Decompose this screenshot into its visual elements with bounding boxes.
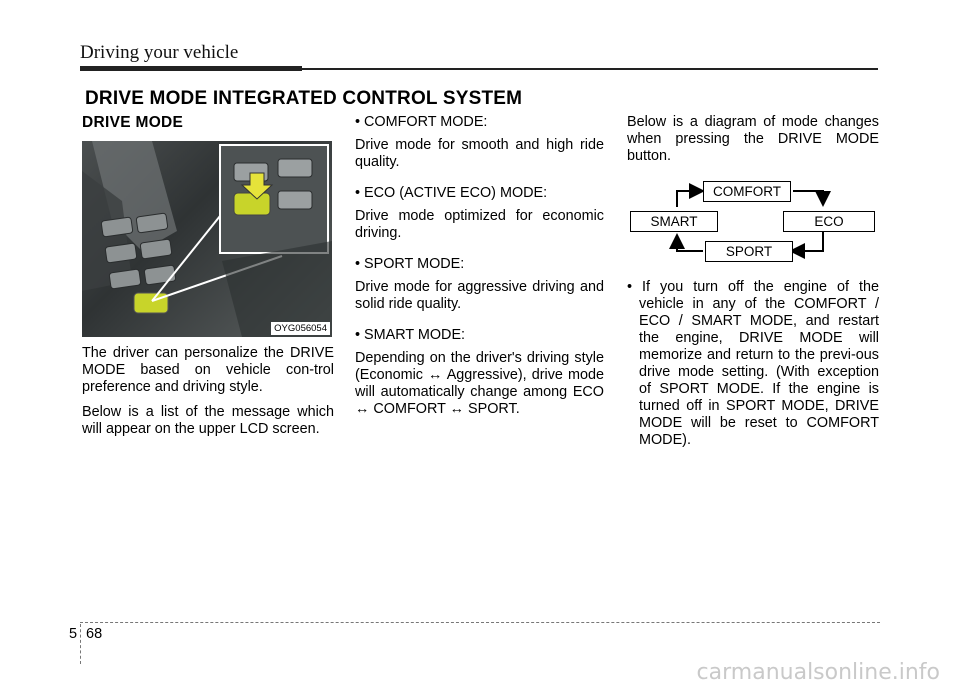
diagram-box-comfort: COMFORT <box>703 181 791 202</box>
header-title: Driving your vehicle <box>80 42 239 63</box>
comfort-text: Drive mode for smooth and high ride qual… <box>355 137 604 170</box>
console-illustration <box>82 141 332 337</box>
header-rule-thick <box>80 66 302 71</box>
watermark: carmanualsonline.info <box>696 660 940 685</box>
footer-rule <box>80 622 880 623</box>
smart-text: Depending on the driver's driving style … <box>355 350 604 417</box>
chapter-number: 5 <box>69 626 78 642</box>
console-photo: OYG056054 <box>82 141 332 337</box>
engine-restart-note: • If you turn off the engine of the vehi… <box>627 279 879 448</box>
paragraph: The driver can personalize the DRIVE MOD… <box>82 345 334 395</box>
diagram-intro: Below is a diagram of mode changes when … <box>627 114 879 164</box>
diagram-arrows <box>669 183 831 259</box>
column-middle: • COMFORT MODE: Drive mode for smooth an… <box>355 114 604 426</box>
paragraph: Below is a list of the message which wil… <box>82 404 334 437</box>
eco-text: Drive mode optimized for economic drivin… <box>355 208 604 241</box>
diagram-box-smart: SMART <box>630 211 718 232</box>
page-number: 68 <box>86 626 103 642</box>
arrow-eco-to-sport <box>789 231 824 259</box>
arrow-down-icon <box>240 172 274 200</box>
column-left: DRIVE MODE <box>82 114 334 446</box>
subheading-drive-mode: DRIVE MODE <box>82 114 184 131</box>
arrow-sport-to-smart <box>669 233 703 252</box>
diagram-box-eco: ECO <box>783 211 875 232</box>
bullet-comfort-head: • COMFORT MODE: <box>355 114 488 130</box>
page-number-divider <box>80 624 82 664</box>
bullet-eco-head: • ECO (ACTIVE ECO) MODE: <box>355 185 548 201</box>
header-rule-thin <box>302 68 878 70</box>
diagram-box-sport: SPORT <box>705 241 793 262</box>
bullet-sport-head: • SPORT MODE: <box>355 256 465 272</box>
arrow-comfort-to-eco <box>793 190 831 207</box>
drive-mode-button-highlight <box>133 292 169 314</box>
section-title: DRIVE MODE INTEGRATED CONTROL SYSTEM <box>85 88 523 109</box>
photo-code: OYG056054 <box>271 322 330 335</box>
sport-text: Drive mode for aggressive driving and so… <box>355 279 604 312</box>
mode-change-diagram: COMFORT SMART ECO SPORT <box>627 173 879 263</box>
arrow-smart-to-comfort <box>676 183 705 207</box>
column-right: Below is a diagram of mode changes when … <box>627 114 879 457</box>
bullet-smart-head: • SMART MODE: <box>355 327 466 343</box>
